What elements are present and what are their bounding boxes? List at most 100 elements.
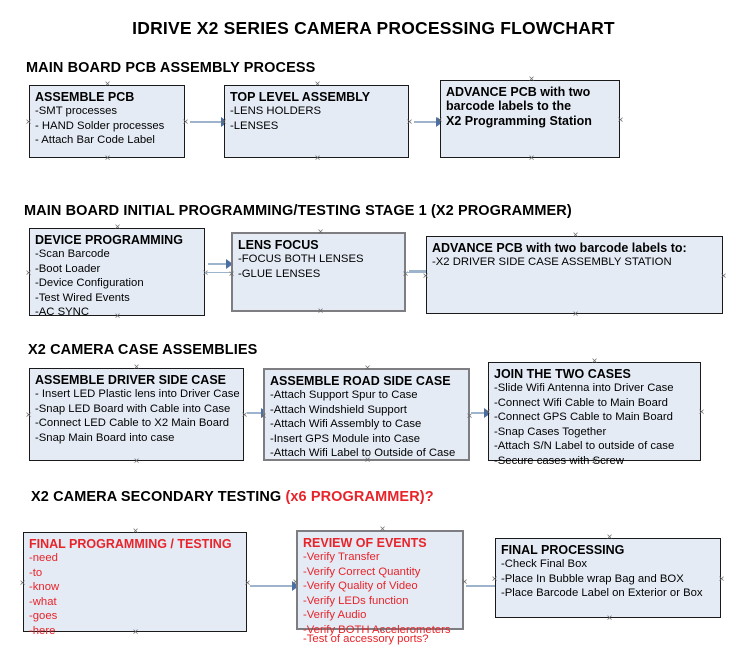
node-lens-focus[interactable]: LENS FOCUS -FOCUS BOTH LENSES -GLUE LENS… [231,232,406,312]
resize-handle-top[interactable] [132,363,141,372]
resize-handle-top[interactable] [131,527,140,536]
resize-handle-bottom[interactable] [571,310,580,319]
node-line: -what [29,595,57,608]
node-line: -X2 DRIVER SIDE CASE ASSEMBLY STATION [432,256,672,269]
resize-handle-top[interactable] [605,533,614,542]
node-line: -Connect LED Cable to X2 Main Board [35,417,230,430]
node-title: ASSEMBLE DRIVER SIDE CASE [35,373,227,387]
node-assemble-road-side-case[interactable]: ASSEMBLE ROAD SIDE CASE -Attach Support … [263,368,470,461]
node-line: -Device Configuration [35,277,144,290]
node-assemble-driver-side-case[interactable]: ASSEMBLE DRIVER SIDE CASE - Insert LED P… [29,368,244,461]
resize-handle-bottom[interactable] [605,614,614,623]
section-header-accent: (x6 PROGRAMMER)? [285,489,434,505]
resize-handle-bottom[interactable] [132,457,141,466]
node-line: -Verify Quality of Video [303,580,418,593]
resize-handle-left[interactable] [483,408,492,417]
resize-handle-left[interactable] [421,272,430,281]
resize-handle-bottom[interactable] [103,154,112,163]
resize-handle-top[interactable] [527,75,536,84]
page-title: IDRIVE X2 SERIES CAMERA PROCESSING FLOWC… [132,18,615,38]
node-line: -Snap Cases Together [494,425,607,438]
resize-handle-top[interactable] [313,80,322,89]
resize-handle-bottom[interactable] [131,628,140,637]
node-device-programming[interactable]: DEVICE PROGRAMMING -Scan Barcode -Boot L… [29,228,205,318]
node-line: -Attach Support Spur to Case [270,389,418,402]
resize-handle-right[interactable] [201,269,210,278]
resize-handle-left[interactable] [291,578,300,587]
resize-handle-right[interactable] [616,116,625,125]
resize-handle-right[interactable] [717,575,726,584]
node-line: -Check Final Box [501,558,588,571]
node-line: -Attach S/N Label to outside of case [494,440,675,453]
node-advance-pcb-to-driver-side-case[interactable]: ADVANCE PCB with two barcode labels to: … [426,236,723,314]
node-line: -Scan Barcode [35,248,110,261]
resize-handle-bottom[interactable] [527,154,536,163]
node-line: -LENS HOLDERS [230,105,322,118]
node-line: -Snap Main Board into case [35,431,175,444]
connector-arrowhead [226,259,233,269]
node-line: - Insert LED Plastic lens into Driver Ca… [35,388,240,401]
node-title: LENS FOCUS [238,238,319,252]
node-line: -Verify Correct Quantity [303,565,421,578]
connector-line [471,412,486,414]
node-line: -Verify Transfer [303,551,380,564]
resize-handle-left[interactable] [259,412,268,421]
node-line: -here [29,624,56,637]
node-final-processing[interactable]: FINAL PROCESSING -Check Final Box -Place… [495,538,721,618]
resize-handle-top[interactable] [113,223,122,232]
resize-handle-left[interactable] [435,116,444,125]
resize-handle-top[interactable] [103,80,112,89]
resize-handle-bottom[interactable] [316,307,325,316]
node-line: -Snap LED Board with Cable into Case [35,402,231,415]
resize-handle-left[interactable] [490,575,499,584]
node-line: -Boot Loader [35,262,101,275]
resize-handle-left[interactable] [219,118,228,127]
resize-handle-right[interactable] [405,118,414,127]
node-review-of-events[interactable]: REVIEW OF EVENTS -Verify Transfer -Verif… [296,530,464,645]
resize-handle-bottom[interactable] [363,456,372,465]
node-join-the-two-cases[interactable]: JOIN THE TWO CASES -Slide Wifi Antenna i… [488,362,701,467]
node-overflow-line: -Test of accessory ports? [303,633,429,645]
node-line: -Verify LEDs function [303,594,409,607]
section-header-text: X2 CAMERA SECONDARY TESTING [31,489,286,505]
connector-line [466,585,510,587]
resize-handle-right[interactable] [719,272,728,281]
resize-handle-left[interactable] [24,411,33,420]
resize-handle-top[interactable] [363,364,372,373]
resize-handle-left[interactable] [18,579,27,588]
node-line: -Place In Bubble wrap Bag and BOX [501,572,684,585]
resize-handle-bottom[interactable] [313,154,322,163]
node-top-level-assembly[interactable]: TOP LEVEL ASSEMBLY -LENS HOLDERS -LENSES [224,85,409,158]
node-line: -goes [29,610,58,623]
node-title: ADVANCE PCB with two barcode labels to: [432,241,687,255]
node-title: TOP LEVEL ASSEMBLY [230,90,371,104]
resize-handle-right[interactable] [181,118,190,127]
node-advance-pcb-to-programming-station[interactable]: ADVANCE PCB with two barcode labels to t… [440,80,620,158]
resize-handle-left[interactable] [24,118,33,127]
resize-handle-bottom[interactable] [378,626,387,635]
section-header-main-board-pcb-assembly: MAIN BOARD PCB ASSEMBLY PROCESS [26,60,315,76]
resize-handle-left[interactable] [227,270,236,279]
connector-line [414,121,438,123]
resize-handle-bottom[interactable] [113,312,122,321]
resize-handle-bottom[interactable] [590,457,599,466]
node-line: -Attach Wifi Label to Outside of Case [270,447,456,460]
node-line: -Attach Windshield Support [270,403,407,416]
node-line: -Verify Audio [303,609,367,622]
node-line: -SMT processes [35,105,118,118]
resize-handle-right[interactable] [697,408,706,417]
node-line: -know [29,581,60,594]
resize-handle-top[interactable] [571,231,580,240]
resize-handle-top[interactable] [590,357,599,366]
node-line: -need [29,552,58,565]
node-line: -Place Barcode Label on Exterior or Box [501,587,703,600]
resize-handle-top[interactable] [316,228,325,237]
resize-handle-top[interactable] [378,525,387,534]
connector-stub [406,272,432,273]
node-assemble-pcb[interactable]: ASSEMBLE PCB -SMT processes - HAND Solde… [29,85,185,158]
connector-line [208,263,228,265]
connector-line [247,412,263,414]
resize-handle-left[interactable] [24,269,33,278]
node-final-programming-testing[interactable]: FINAL PROGRAMMING / TESTING -need -to -k… [23,532,247,637]
